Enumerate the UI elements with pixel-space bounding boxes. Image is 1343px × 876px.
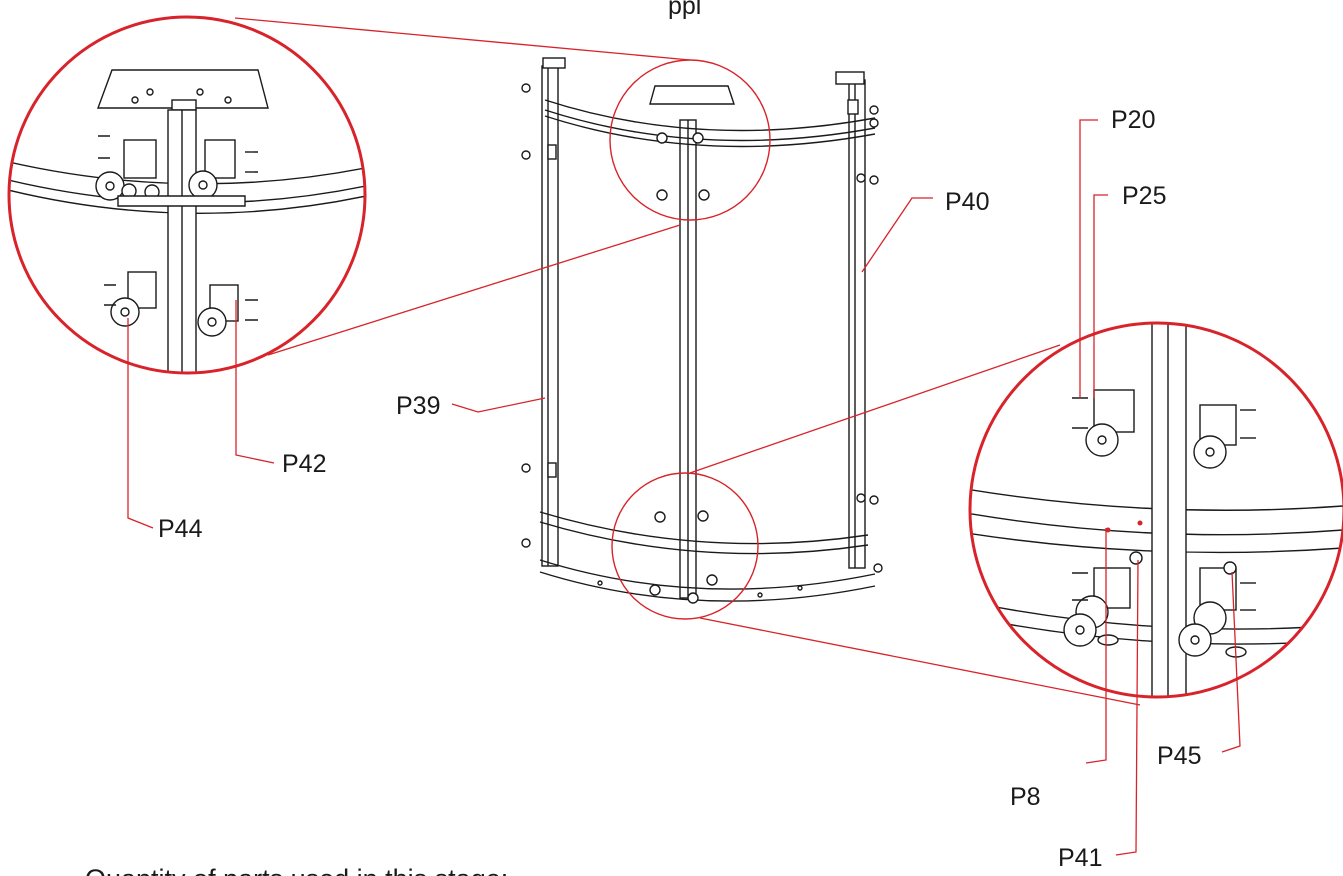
part-label-p45: P45 bbox=[1157, 742, 1201, 770]
part-label-p8: P8 bbox=[1010, 783, 1041, 811]
header-text-fragment: ppl bbox=[668, 0, 701, 20]
parts-quantity-heading: Quantity of parts used in this stage: bbox=[85, 864, 508, 876]
right-upright bbox=[835, 71, 866, 569]
top-detail-ring bbox=[7, 15, 367, 375]
detail-marker-bottom bbox=[611, 472, 759, 620]
left-upright bbox=[541, 57, 566, 567]
part-label-p41: P41 bbox=[1058, 844, 1102, 872]
bottom-arc-rail-lower bbox=[539, 559, 876, 602]
top-detail-callout bbox=[7, 15, 367, 375]
part-label-p20: P20 bbox=[1111, 106, 1155, 134]
bottom-detail-callout bbox=[968, 321, 1343, 699]
main-frame-assembly bbox=[521, 57, 883, 604]
part-label-p40: P40 bbox=[945, 188, 989, 216]
leader-lines bbox=[127, 119, 1241, 856]
bottom-detail-ring bbox=[968, 321, 1343, 699]
frame-hardware bbox=[521, 83, 883, 604]
top-arc-rail bbox=[544, 99, 876, 148]
projection-lines bbox=[234, 17, 1141, 706]
part-label-p44: P44 bbox=[158, 515, 203, 543]
part-label-p39: P39 bbox=[396, 392, 440, 420]
bottom-arc-rail-upper bbox=[539, 511, 869, 555]
center-upright bbox=[679, 119, 697, 599]
top-mount-plate bbox=[649, 85, 735, 105]
part-label-p42: P42 bbox=[282, 450, 326, 478]
part-label-p25: P25 bbox=[1122, 182, 1166, 210]
